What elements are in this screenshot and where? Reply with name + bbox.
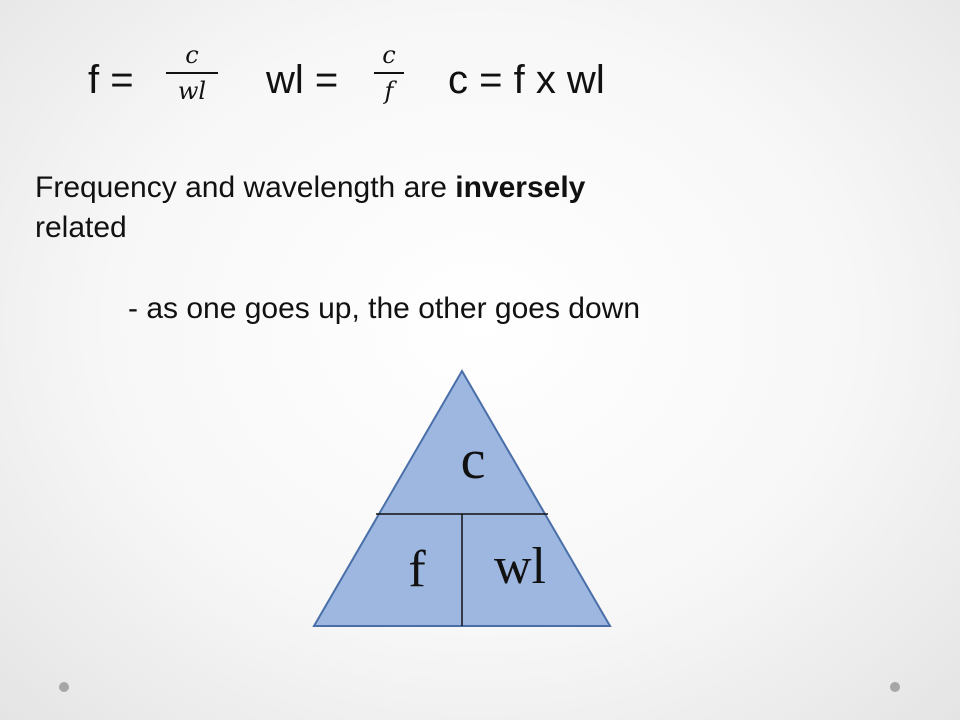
para-text-1: Frequency and wavelength are: [35, 171, 456, 204]
fraction-denominator: wl: [177, 77, 207, 105]
fraction-denominator: f: [384, 77, 394, 105]
formula-f-lhs: f =: [88, 58, 134, 102]
para-text-2: related: [35, 211, 127, 244]
para-bold-inversely: inversely: [455, 171, 586, 204]
fraction-numerator: c: [185, 41, 199, 69]
corner-dot-right: [890, 682, 900, 692]
triangle-label-f: f: [408, 541, 426, 598]
corner-dot-left: [59, 682, 69, 692]
fraction-bar: [374, 72, 404, 74]
subpoint-text: - as one goes up, the other goes down: [128, 292, 641, 325]
formula-triangle: c f wl: [312, 369, 612, 627]
fraction-bar: [166, 72, 218, 74]
formula-wl-lhs: wl =: [266, 58, 339, 102]
fraction-c-over-wl: c wl: [166, 40, 218, 106]
fraction-numerator: c: [382, 41, 396, 69]
inverse-relation-text: Frequency and wavelength are inversely r…: [35, 168, 855, 248]
formula-c-equals: c = f x wl: [448, 58, 605, 102]
triangle-label-c: c: [461, 429, 486, 491]
triangle-label-wl: wl: [494, 538, 546, 595]
fraction-c-over-f: c f: [374, 40, 404, 106]
